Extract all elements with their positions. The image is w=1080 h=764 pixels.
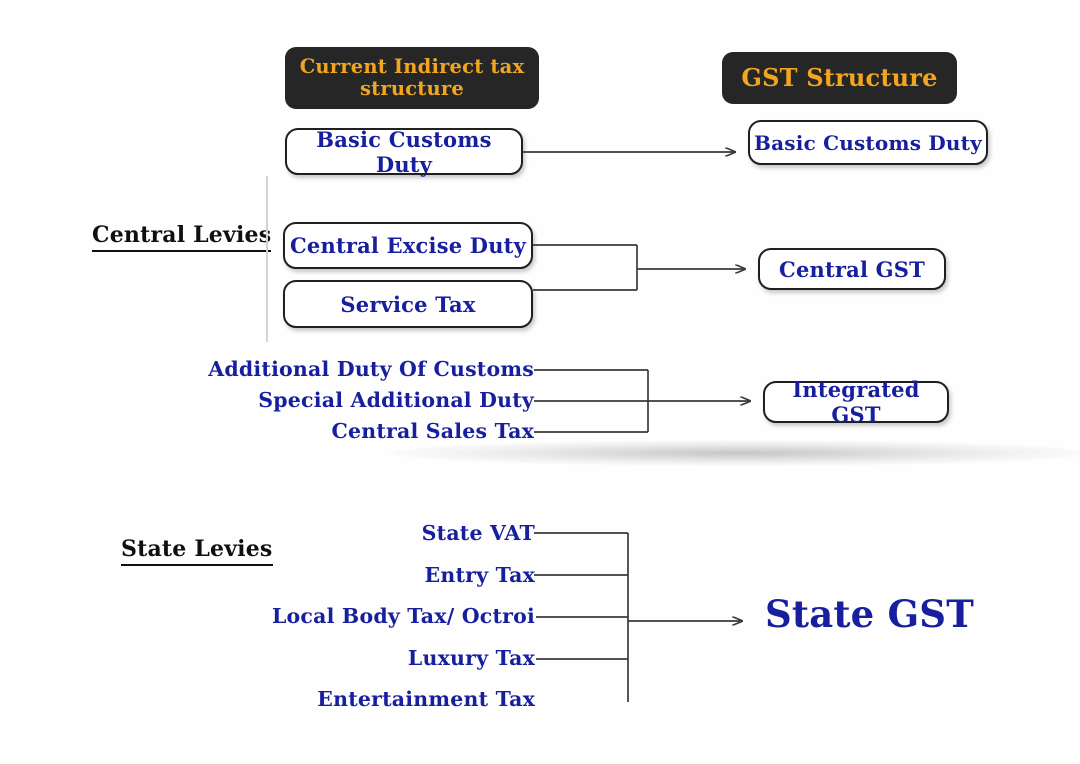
node-integrated-gst[interactable]: Integrated GST [763, 377, 949, 427]
section-shadow-band [390, 440, 1080, 466]
node-luxury-tax[interactable]: Luxury Tax [407, 646, 535, 670]
node-state-vat[interactable]: State VAT [421, 521, 535, 545]
node-additional-duty-of-customs[interactable]: Additional Duty Of Customs [208, 357, 534, 381]
node-basic-customs-duty-current[interactable]: Basic Customs Duty [285, 127, 523, 177]
node-central-sales-tax[interactable]: Central Sales Tax [331, 419, 534, 443]
node-basic-customs-duty-gst[interactable]: Basic Customs Duty [748, 120, 988, 165]
central-levies-divider [266, 176, 268, 342]
header-gst-structure: GST Structure [722, 52, 957, 104]
node-entertainment-tax[interactable]: Entertainment Tax [317, 687, 535, 711]
node-central-excise-duty[interactable]: Central Excise Duty [283, 222, 533, 269]
node-state-gst: State GST [765, 592, 974, 636]
node-entry-tax[interactable]: Entry Tax [424, 563, 535, 587]
node-service-tax[interactable]: Service Tax [283, 280, 533, 328]
header-current-indirect-tax-structure: Current Indirect tax structure [285, 47, 539, 109]
caption-central-levies: Central Levies [92, 222, 272, 252]
caption-state-levies: State Levies [121, 536, 273, 566]
node-central-gst[interactable]: Central GST [758, 248, 946, 290]
node-special-additional-duty[interactable]: Special Additional Duty [258, 388, 534, 412]
node-local-body-tax-octroi[interactable]: Local Body Tax/ Octroi [271, 604, 535, 628]
